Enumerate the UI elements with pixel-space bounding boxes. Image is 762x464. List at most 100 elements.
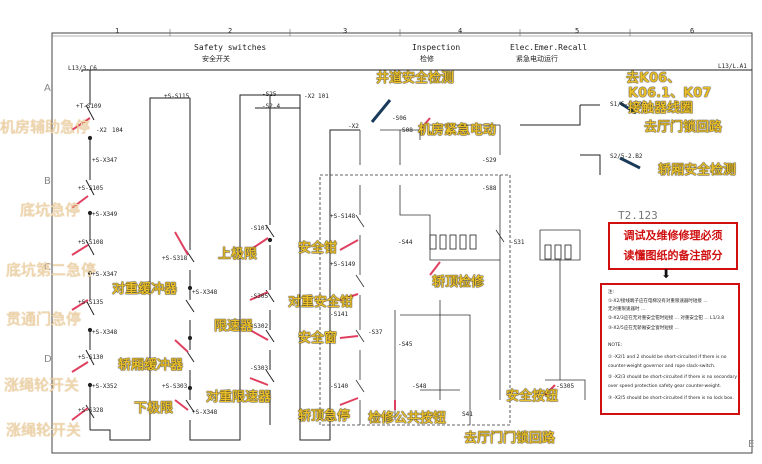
- tag-s45: -S45: [398, 341, 413, 348]
- right-feeds: [520, 104, 601, 175]
- tag-101: 101: [318, 93, 329, 100]
- notice-line-1: 调试及维修修理必须: [623, 229, 723, 242]
- tag-s88: -S88: [482, 185, 497, 192]
- tag-s303: +S-S303: [162, 383, 188, 390]
- label-car-safety: 轿厢安全检测: [658, 163, 737, 178]
- note-line-3: ②-X2/3应在无对重安全钳时短接 ... 对重安全钳 ... L1/3.8: [608, 316, 725, 321]
- left-ref: L13/3.C6: [68, 65, 97, 72]
- left-chain: [85, 70, 190, 441]
- col-number-1: 1: [115, 27, 120, 35]
- tag-s105: +S-S105: [78, 185, 104, 192]
- right-ref: L13/L.A1: [718, 63, 747, 70]
- tag-s149: +S-S149: [330, 261, 356, 268]
- col-number-5: 5: [575, 27, 580, 35]
- label-k06-k07: K06.1、K07: [628, 86, 712, 101]
- col-number-6: 6: [690, 27, 695, 35]
- tag-s141: -S141: [330, 311, 349, 318]
- label-tension-switch-1: 涨绳轮开关: [4, 376, 80, 394]
- tag-x348-2: +S-X348: [192, 289, 218, 296]
- note-line-1: ①-X2/接线端子应在电梯没有对重限速器时短接 ...: [608, 299, 708, 304]
- row-letter-b: B: [44, 176, 51, 187]
- label-cw-buffer: 对重缓冲器: [112, 282, 178, 297]
- label-governor: 限速器: [214, 319, 254, 334]
- label-to-landing-door-1: 去厅门锁回路: [644, 120, 723, 135]
- label-inspection-common-button: 检修公共按钮: [368, 411, 447, 426]
- tag-x347-1: +S-X347: [92, 157, 118, 164]
- notice-line-2: 读懂图纸的备注部分: [623, 249, 723, 262]
- section-safety-en: Safety switches: [194, 43, 267, 52]
- col-number-4: 4: [458, 27, 463, 35]
- note-line-8: counter-weight governor and rope slack-s…: [608, 364, 716, 369]
- tag-s108: +S-S108: [78, 239, 104, 246]
- row-letter-c: C: [44, 262, 51, 273]
- tag-s41: S41: [462, 411, 473, 418]
- column-ticks: [169, 29, 631, 36]
- relay-symbols: [429, 234, 572, 260]
- label-contactor-coil: 接触器线圈: [628, 101, 694, 116]
- label-safety-window: 安全窗: [298, 331, 338, 346]
- notes-box: 注: ①-X2/接线端子应在电梯没有对重限速器时短接 ... 无对重限速器时 .…: [600, 283, 740, 415]
- label-through-door-estop: 贯通门急停: [6, 310, 82, 328]
- tag-s115: +S-S115: [164, 93, 190, 100]
- tag-s305b: -S305: [556, 383, 575, 390]
- col-number-3: 3: [343, 27, 348, 35]
- section-recall-en: Elec.Emer.Recall: [510, 43, 588, 52]
- annotation-arrows: [71, 117, 556, 421]
- label-hoistway-safety: 井道安全检测: [376, 71, 455, 86]
- note-line-0: 注:: [608, 290, 615, 295]
- tag-s44: -S44: [398, 239, 413, 246]
- tag-s08: S08: [402, 127, 413, 134]
- note-line-7: ① -X2/1 and 2 should be short-circuited …: [608, 355, 727, 360]
- row-letter-e: E: [748, 439, 755, 450]
- label-machine-room-aux-estop: 机房辅助急停: [0, 118, 91, 136]
- tag-x348-1: +S-X348: [92, 329, 118, 336]
- col-number-2: 2: [228, 27, 233, 35]
- label-car-buffer: 轿厢缓冲器: [118, 358, 184, 373]
- note-line-10: over speed protection safety gear counte…: [608, 384, 722, 389]
- tag-s140: -S140: [330, 383, 349, 390]
- label-machine-room-emergency: 机房紧急电动: [418, 123, 497, 138]
- ref-t: T2.123: [618, 209, 658, 222]
- tag-s31: -S31: [510, 239, 525, 246]
- chain-col2: [185, 94, 270, 441]
- tag-s302: -S302: [250, 323, 269, 330]
- label-tension-switch-2: 涨绳轮开关: [6, 421, 82, 439]
- ref-s1: S1/5-1.A2: [610, 101, 643, 108]
- tag-s305: -S305: [250, 293, 269, 300]
- ref-s2: S2/5-2.B2: [610, 153, 643, 160]
- tag-s130: +S-S130: [78, 354, 104, 361]
- label-to-landing-door-2: 去厅门门锁回路: [464, 431, 556, 446]
- note-line-2: 无对重限速器时 ...: [608, 307, 646, 312]
- label-pit-estop: 底坑急停: [20, 201, 81, 219]
- down-arrow-icon: ⬇: [661, 267, 672, 281]
- label-safety-gear: 安全钳: [298, 241, 338, 256]
- label-pit-second-estop: 底坑第二急停: [6, 261, 97, 279]
- tag-s318: +S-S318: [162, 255, 188, 262]
- tag-x352: +S-X352: [92, 383, 118, 390]
- note-line-11: ③ -X2/5 should be short-circuited if the…: [608, 396, 734, 401]
- label-car-top-estop: 轿顶急停: [298, 409, 351, 424]
- label-to-k06: 去K06、: [626, 71, 681, 86]
- note-line-6: NOTE:: [608, 343, 623, 348]
- tag-x347-2: +S-X347: [92, 271, 118, 278]
- tag-s25: -S25: [262, 91, 277, 98]
- tag-s148: +S-S148: [330, 213, 356, 220]
- tag-s107: -S107: [250, 225, 269, 232]
- tag-s37: -S37: [368, 329, 383, 336]
- label-upper-limit: 上极限: [218, 247, 258, 262]
- tag-x349: +S-X349: [92, 211, 118, 218]
- tag-s328: +S-S328: [78, 407, 104, 414]
- drawing-frame: [51, 32, 753, 454]
- section-recall-cn: 紧急电动运行: [516, 55, 558, 63]
- tag-x2-101: -X2: [304, 93, 315, 100]
- note-line-9: ② -X2/3 should be short-circuited if the…: [608, 375, 738, 380]
- label-car-top-inspection: 轿顶检修: [432, 275, 485, 290]
- label-cw-governor: 对重限速器: [206, 390, 272, 405]
- label-lower-limit: 下极限: [134, 401, 174, 416]
- maintenance-notice-box: 调试及维修修理必须 读懂图纸的备注部分: [608, 222, 738, 270]
- tag-x2: -X2: [96, 127, 107, 134]
- tag-x2-b: -X2: [348, 123, 359, 130]
- inspection-block: [319, 124, 586, 426]
- top-bus: [81, 69, 752, 72]
